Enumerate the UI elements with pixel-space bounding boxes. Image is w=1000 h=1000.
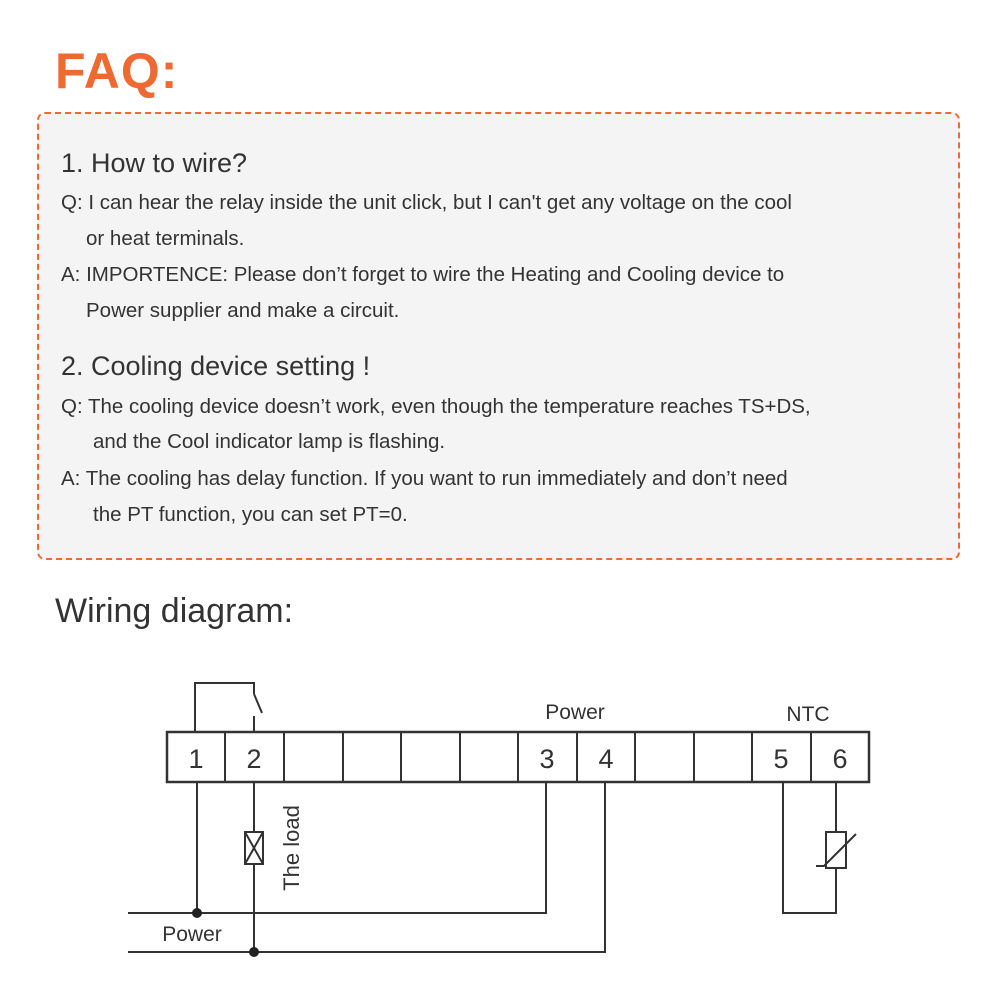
faq-title: FAQ:	[55, 43, 179, 99]
faq-heading-2: 2. Cooling device setting !	[61, 351, 371, 381]
faq-heading-1: 1. How to wire?	[61, 148, 248, 178]
label-power-top: Power	[545, 701, 605, 724]
faq-question-1-line-2: or heat terminals.	[86, 227, 245, 250]
terminal-number: 3	[539, 744, 554, 774]
terminal-number: 5	[773, 744, 788, 774]
faq-question-2-line-2: and the Cool indicator lamp is flashing.	[93, 430, 446, 453]
faq-answer-1-line-1: A: IMPORTENCE: Please don’t forget to wi…	[61, 263, 785, 286]
faq-question-1-line-1: Q: I can hear the relay inside the unit …	[61, 191, 792, 214]
ntc-sensor-slash	[816, 833, 857, 867]
terminal-number: 4	[598, 744, 613, 774]
relay-switch-contact	[253, 693, 263, 714]
ntc-sensor-symbol	[825, 831, 847, 869]
label-ntc: NTC	[786, 703, 829, 726]
relay-loop-wire	[194, 682, 255, 732]
terminal-number: 6	[832, 744, 847, 774]
faq-answer-2-line-2: the PT function, you can set PT=0.	[93, 503, 408, 526]
terminal-number: 2	[246, 744, 261, 774]
faq-question-2-line-1: Q: The cooling device doesn’t work, even…	[61, 395, 811, 418]
label-power-bottom: Power	[162, 923, 222, 946]
faq-box: 1. How to wire? Q: I can hear the relay …	[37, 112, 960, 560]
power-line-upper	[128, 782, 547, 914]
faq-answer-2-line-1: A: The cooling has delay function. If yo…	[61, 467, 788, 490]
junction-dot	[192, 908, 202, 918]
label-load: The load	[279, 805, 304, 891]
faq-answer-1-line-2: Power supplier and make a circuit.	[86, 299, 400, 322]
junction-dot	[249, 947, 259, 957]
terminal-number: 1	[188, 744, 203, 774]
wiring-diagram-title: Wiring diagram:	[55, 592, 294, 630]
load-cross	[244, 831, 264, 865]
power-line-lower	[128, 782, 606, 953]
